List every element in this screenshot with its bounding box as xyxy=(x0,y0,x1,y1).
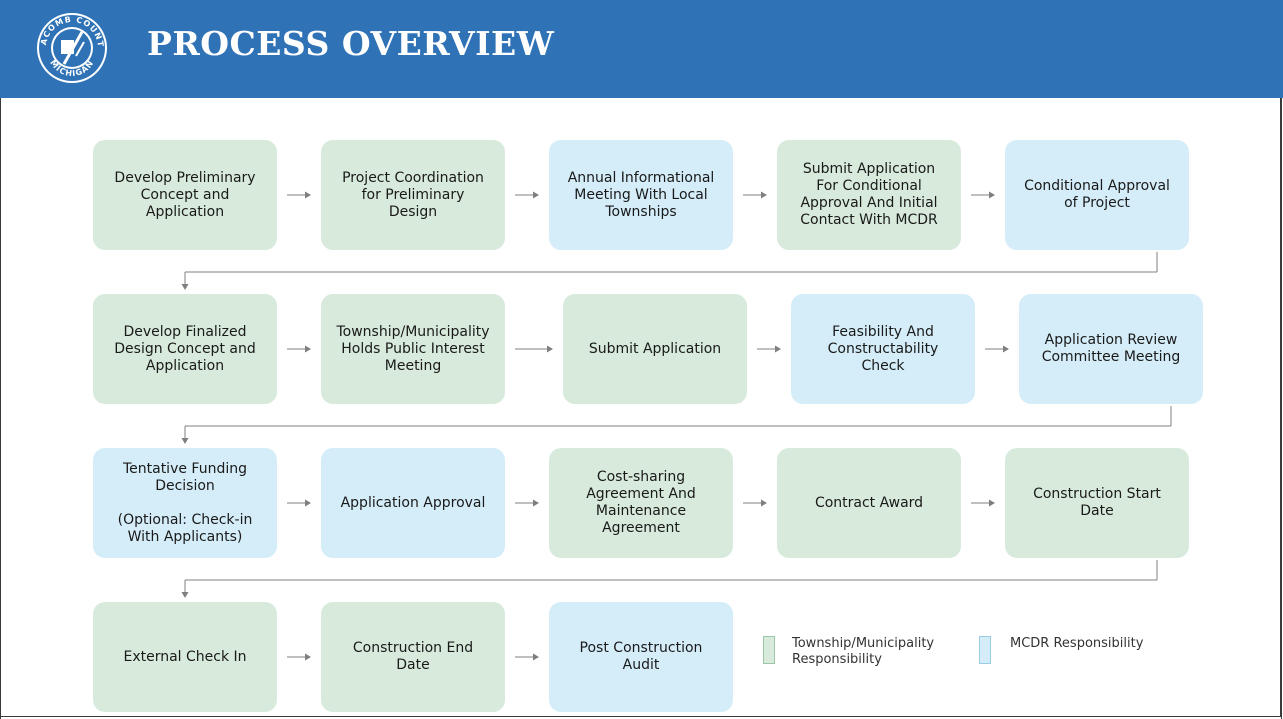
legend-mcdr-label: MCDR Responsibility xyxy=(1010,636,1144,651)
slide-right-border xyxy=(1281,98,1282,719)
header-bar: MACOMB COUNTY MICHIGAN PROCESS OVERVIEW xyxy=(0,0,1283,98)
process-step: Feasibility And Constructability Check xyxy=(791,294,975,404)
page-title: PROCESS OVERVIEW xyxy=(147,24,555,63)
process-step: Application Approval xyxy=(321,448,505,558)
process-step: Contract Award xyxy=(777,448,961,558)
process-step: Post Construction Audit xyxy=(549,602,733,712)
slide-left-border xyxy=(0,98,1,719)
macomb-county-seal-icon: MACOMB COUNTY MICHIGAN xyxy=(36,12,107,83)
process-step: Develop Finalized Design Concept and App… xyxy=(93,294,277,404)
legend-township-label: Township/Municipality Responsibility xyxy=(792,636,935,667)
process-step: Conditional Approval of Project xyxy=(1005,140,1189,250)
process-step: Application Review Committee Meeting xyxy=(1019,294,1203,404)
process-step: Township/Municipality Holds Public Inter… xyxy=(321,294,505,404)
process-step: Submit Application For Conditional Appro… xyxy=(777,140,961,250)
process-step: Annual Informational Meeting With Local … xyxy=(549,140,733,250)
process-step: Submit Application xyxy=(563,294,747,404)
process-step: Construction End Date xyxy=(321,602,505,712)
process-step: Tentative Funding Decision (Optional: Ch… xyxy=(93,448,277,558)
process-step: Cost-sharing Agreement And Maintenance A… xyxy=(549,448,733,558)
process-step: Project Coordination for Preliminary Des… xyxy=(321,140,505,250)
process-step: Develop Preliminary Concept and Applicat… xyxy=(93,140,277,250)
legend-mcdr-swatch xyxy=(979,636,991,664)
legend-township-swatch xyxy=(763,636,775,664)
process-step: Construction Start Date xyxy=(1005,448,1189,558)
process-step: External Check In xyxy=(93,602,277,712)
